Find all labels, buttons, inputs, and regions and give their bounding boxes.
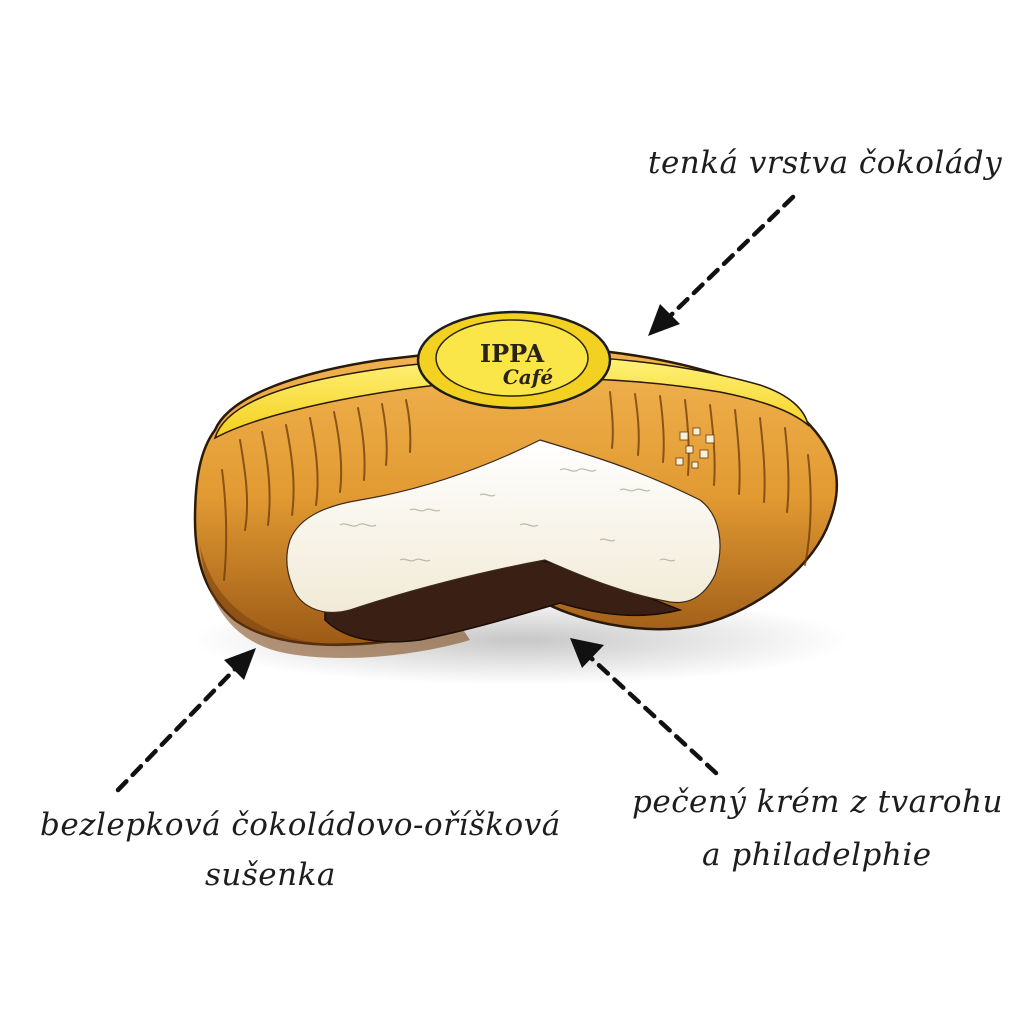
arrow-biscuit-head (224, 648, 256, 680)
logo-brand-script: Café (503, 365, 553, 389)
nut-pieces (675, 427, 715, 469)
chocolate-side-shadow (200, 545, 470, 659)
label-biscuit-line2: sušenka (205, 857, 336, 893)
cream-filling (286, 439, 721, 613)
arrow-chocolate-head (648, 304, 680, 336)
cream-texture (339, 468, 676, 562)
ippa-cafe-logo: IPPA Café (416, 310, 612, 410)
label-chocolate-layer: tenká vrstva čokolády (648, 145, 1003, 181)
label-cream-line1: pečený krém z tvarohu (632, 784, 1003, 820)
label-cream-line2: a philadelphie (702, 837, 932, 873)
arrow-heads (224, 304, 680, 680)
arrow-chocolate-line (665, 194, 796, 321)
arrow-cream-head (570, 638, 604, 668)
dashed-arrow-icon (115, 194, 796, 793)
logo-brand-top: IPPA (480, 339, 545, 368)
label-biscuit-line1: bezlepková čokoládovo-oříšková (40, 807, 561, 843)
chocolate-top-yellow (213, 355, 810, 440)
arrow-cream-line (587, 654, 719, 776)
arrow-biscuit-line (115, 665, 239, 793)
